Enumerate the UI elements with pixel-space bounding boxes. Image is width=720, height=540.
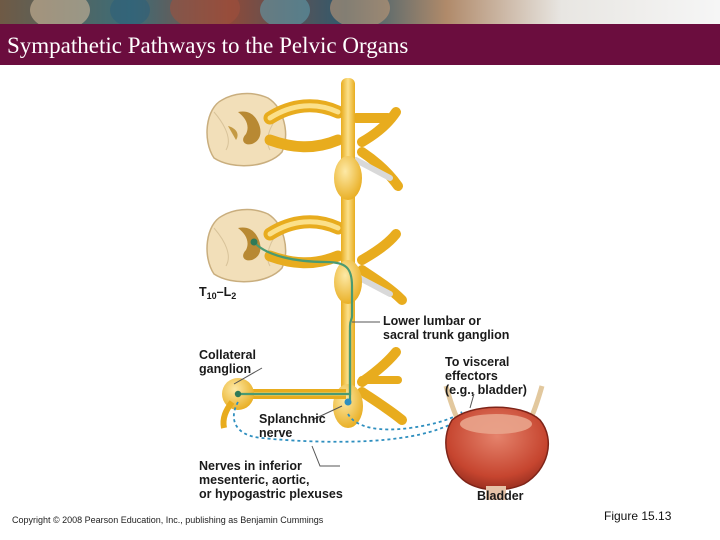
spinal-segment-label: T10–L2 bbox=[199, 285, 236, 301]
spinal-cord-segment-upper bbox=[206, 92, 287, 167]
plexuses-label: Nerves in inferior mesenteric, aortic, o… bbox=[199, 459, 343, 501]
lower-lumbar-ganglion-label: Lower lumbar or sacral trunk ganglion bbox=[383, 314, 509, 342]
postganglionic-fibers bbox=[233, 401, 463, 443]
spinal-cord-segment-lower bbox=[206, 208, 287, 283]
spinal-nerves bbox=[263, 99, 407, 425]
figure-number: Figure 15.13 bbox=[604, 509, 672, 523]
collateral-ganglion-label: Collateral ganglion bbox=[199, 348, 259, 376]
copyright-notice: Copyright © 2008 Pearson Education, Inc.… bbox=[12, 515, 324, 525]
preganglionic-fiber bbox=[234, 238, 354, 406]
visceral-effectors-label: To visceral effectors (e.g., bladder) bbox=[445, 355, 527, 397]
sympathetic-trunk bbox=[333, 78, 363, 428]
splanchnic-nerve-label: Splanchnic nerve bbox=[259, 412, 329, 440]
bladder-label: Bladder bbox=[477, 489, 524, 503]
bladder bbox=[443, 385, 549, 500]
leader-lines bbox=[233, 321, 475, 467]
title-bar bbox=[0, 24, 720, 65]
slide-title: Sympathetic Pathways to the Pelvic Organ… bbox=[7, 33, 409, 58]
header-photo-banner bbox=[0, 0, 720, 24]
